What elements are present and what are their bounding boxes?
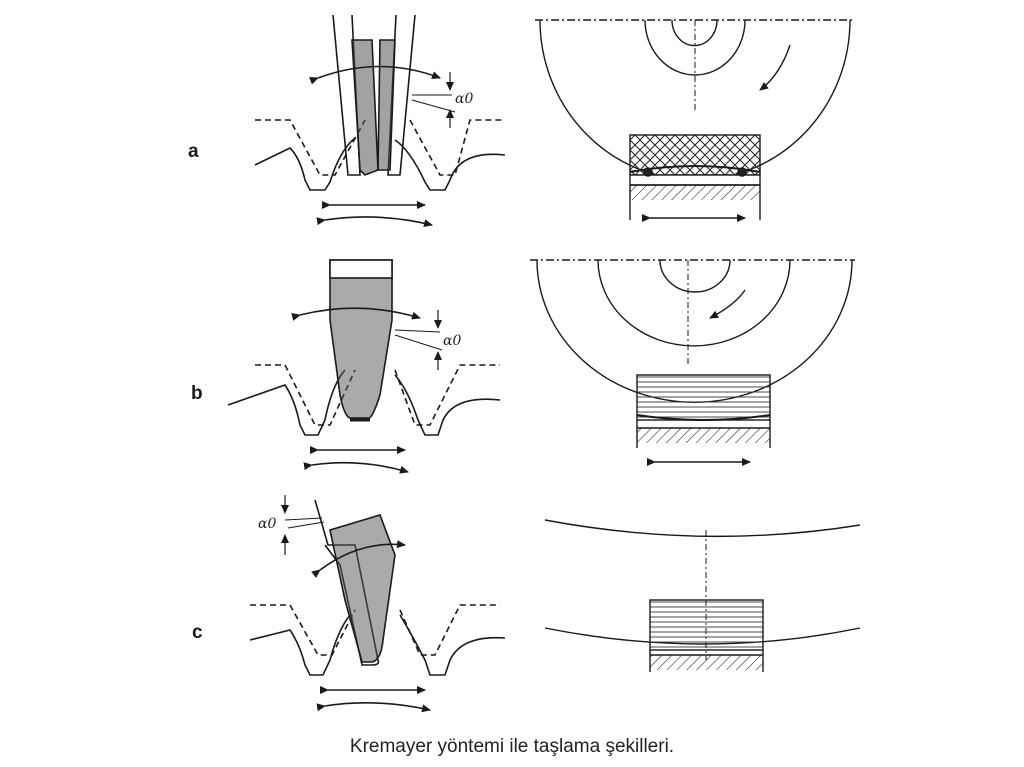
row-b-gear-profile [227,369,501,436]
row-c-side-view [544,519,861,672]
row-c-alpha-label: α0 [258,516,276,532]
row-c-rotation-arrow [311,540,406,578]
row-c-label: c [192,622,203,643]
row-b-rock-arrow [303,461,409,474]
row-c-gear-view [249,495,506,713]
row-a-rock-arrow [316,216,433,228]
row-c-rock-arrow [316,702,431,713]
row-a-base [630,185,760,200]
row-a-spin-arrow [759,44,791,91]
row-a-alpha-label: α0 [455,91,473,107]
row-b-gear-view [227,259,501,474]
row-b-wheel [329,259,393,419]
row-a-gear-profile [254,137,506,191]
row-a-side-view [535,19,855,222]
row-a-wheel-left-grain [351,39,379,176]
row-c-dashed-rack [250,604,500,656]
row-b-rotation-arrow [291,307,421,321]
row-b-side-view [530,259,855,466]
row-b-alpha-label: α0 [443,333,461,349]
row-a-rotation-arrow [309,65,441,85]
row-b-workpiece [636,374,771,421]
row-a-label: a [188,141,199,162]
row-b-dashed-rack [255,364,500,426]
row-c-gear-profile [249,614,506,676]
row-b-base [637,428,770,443]
row-c-wheel-body [329,514,396,663]
row-c-wheel-arc-top [544,519,861,538]
row-c-workpiece [649,599,764,651]
row-a-wheel-right-grain [377,39,396,171]
row-a-dashed-rack [255,119,505,176]
row-a-gear-view [254,14,506,228]
row-b-spin-arrow [709,289,746,319]
row-b-label: b [191,383,203,404]
figure-caption: Kremayer yöntemi ile taşlama şekilleri. [349,736,675,757]
row-c-base [650,655,763,670]
